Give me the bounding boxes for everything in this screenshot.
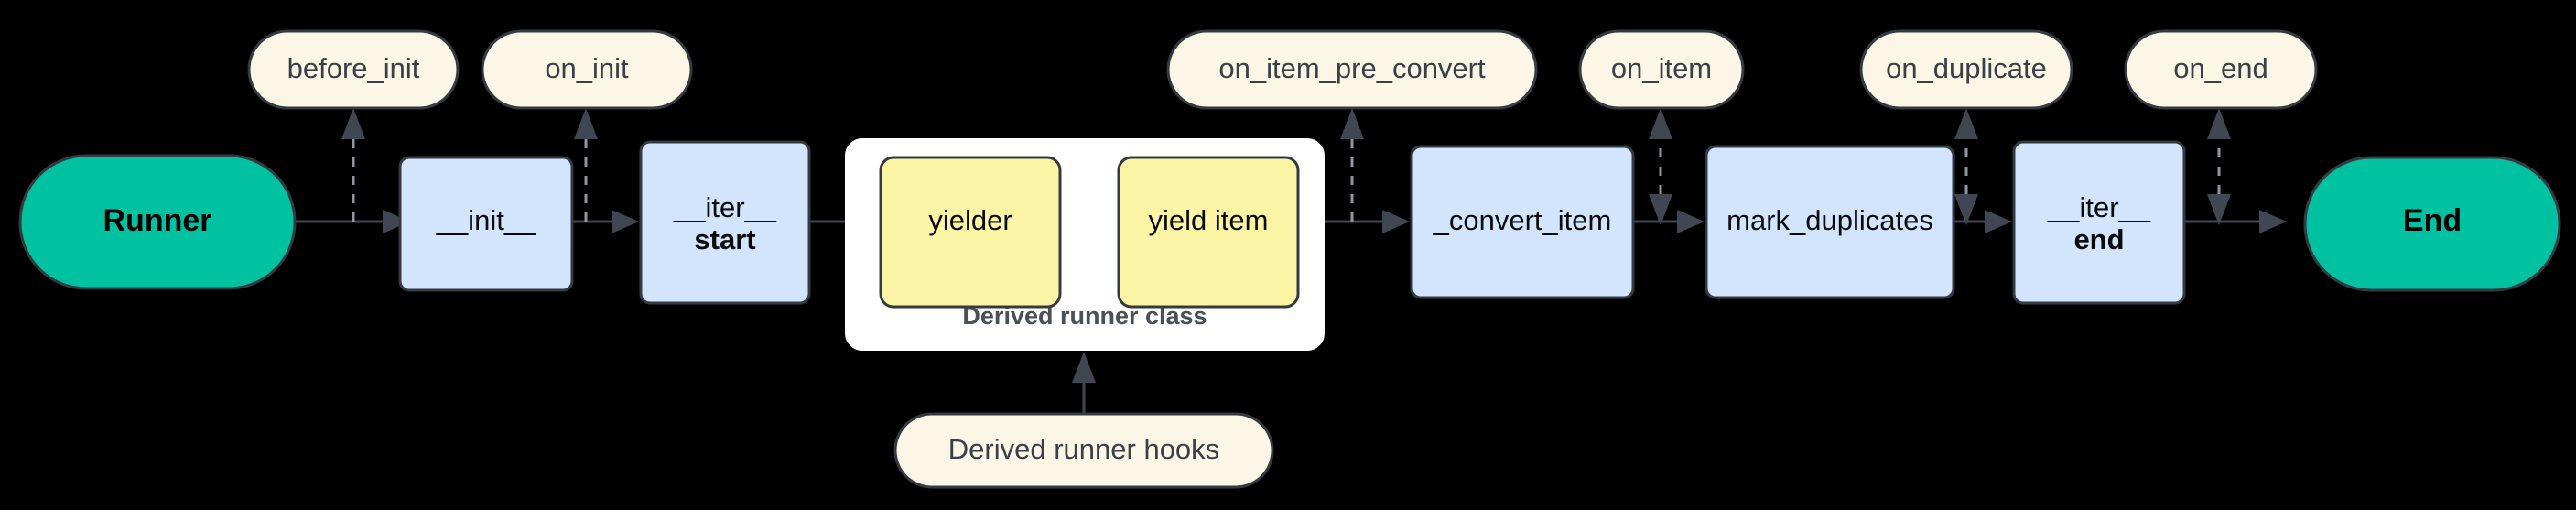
node-iter-end-label-top: __iter__	[2047, 191, 2151, 223]
hook-node-before-init[interactable]: before_init	[247, 29, 460, 110]
edge-hook-on-end	[2207, 108, 2231, 225]
hook-derived-runner-hooks-label: Derived runner hooks	[948, 433, 1219, 465]
hook-node-on-end[interactable]: on_end	[2124, 29, 2318, 110]
hook-on-end-label: on_end	[2173, 52, 2268, 84]
node-yield-item-label: yield item	[1149, 204, 1269, 236]
hook-layer: before_init on_init on_item_pre_convert …	[247, 29, 2318, 110]
hook-on-init-label: on_init	[545, 52, 629, 84]
node-init[interactable]: __init__	[398, 156, 574, 292]
node-mark-duplicates[interactable]: mark_duplicates	[1705, 145, 1955, 299]
edge-init-to-iterstart	[572, 210, 639, 233]
node-runner-label: Runner	[103, 203, 212, 238]
edge-runner-to-init	[295, 210, 410, 233]
edge-hook-on-duplicate	[1954, 108, 1978, 225]
node-iter-end[interactable]: __iter__ end	[2012, 140, 2186, 305]
node-iter-start-label-bottom: start	[694, 223, 755, 255]
node-mark-duplicates-label: mark_duplicates	[1726, 204, 1933, 236]
hook-node-derived-runner-hooks[interactable]: Derived runner hooks	[893, 412, 1274, 489]
edge-convertitem-to-markduplicates	[1633, 210, 1705, 233]
node-yield-item[interactable]: yield item	[1117, 156, 1300, 309]
edge-derived-runner-hooks	[1072, 352, 1096, 414]
node-iter-start-label-top: __iter__	[673, 191, 777, 223]
node-yielder[interactable]: yielder	[879, 156, 1062, 309]
node-layer: Runner __init__ __iter__ start yielder y…	[18, 140, 2561, 309]
node-iter-start[interactable]: __iter__ start	[639, 140, 811, 305]
node-iter-end-label-bottom: end	[2073, 223, 2124, 255]
hook-node-on-duplicate[interactable]: on_duplicate	[1859, 29, 2073, 110]
edge-iterend-to-end	[2184, 210, 2287, 233]
node-runner[interactable]: Runner	[18, 154, 297, 290]
hook-on-duplicate-label: on_duplicate	[1886, 52, 2047, 84]
node-convert-item[interactable]: _convert_item	[1410, 145, 1635, 299]
hook-node-on-item[interactable]: on_item	[1578, 29, 1745, 110]
hook-node-on-item-pre-convert[interactable]: on_item_pre_convert	[1166, 29, 1538, 110]
node-init-label: __init__	[436, 204, 536, 236]
hook-node-on-init[interactable]: on_init	[481, 29, 693, 110]
hook-on-item-pre-convert-label: on_item_pre_convert	[1218, 52, 1486, 84]
edge-hook-on-item	[1649, 108, 1672, 225]
hook-on-item-label: on_item	[1611, 52, 1712, 84]
edge-hook-before-init	[341, 108, 365, 222]
node-end-label: End	[2403, 203, 2462, 238]
node-end[interactable]: End	[2303, 156, 2561, 292]
edge-hook-on-init	[574, 108, 598, 222]
node-yielder-label: yielder	[928, 204, 1012, 236]
edge-markduplicates-to-iterend	[1954, 210, 2012, 233]
edge-hook-on-item-pre-convert	[1340, 108, 1364, 222]
hook-before-init-label: before_init	[287, 52, 420, 84]
node-convert-item-label: _convert_item	[1433, 204, 1612, 236]
